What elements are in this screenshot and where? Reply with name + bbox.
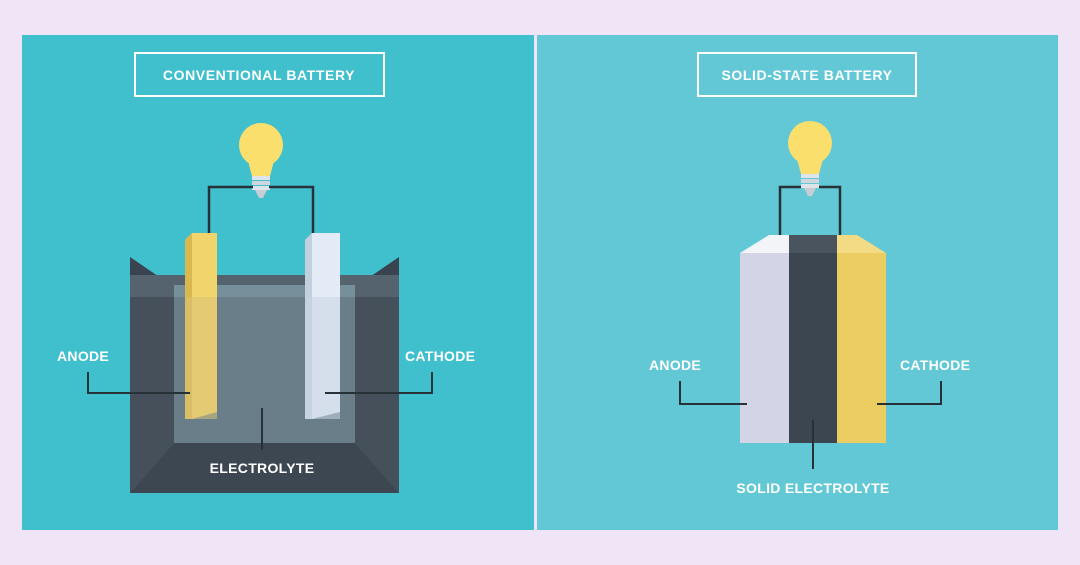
conventional-battery-diagram: CONVENTIONAL BATTERY [57,52,475,493]
solid-anode-layer [740,253,789,443]
lightbulb-icon [239,123,283,198]
solid-anode-leader-line [679,381,747,405]
anode-wire [207,185,253,245]
solid-state-cell [740,235,886,443]
cathode-leader-line [325,372,433,394]
conventional-anode-label: ANODE [57,348,109,364]
conventional-cathode-label: CATHODE [405,348,475,364]
conventional-battery-panel: CONVENTIONAL BATTERY [22,35,534,530]
solid-electrolyte-label: SOLID ELECTROLYTE [736,480,889,496]
cathode-wire [819,185,842,241]
electrolyte-container [130,257,399,493]
lightbulb-icon [788,121,832,196]
anode-leader-line [87,372,190,394]
solid-cathode-leader-line [877,381,942,405]
conventional-title: CONVENTIONAL BATTERY [163,67,355,83]
solid-state-battery-panel: SOLID-STATE BATTERY ANODE CATHODE [537,35,1058,530]
solid-state-title-box [697,52,917,97]
anode-wire [778,185,801,241]
solid-cathode-layer [837,253,886,443]
solid-electrolyte-layer [789,253,837,443]
conventional-electrolyte-label: ELECTROLYTE [210,460,315,476]
solid-cathode-label: CATHODE [900,357,970,373]
cathode-plate [305,233,340,419]
cathode-wire [269,185,315,245]
solid-state-battery-diagram: SOLID-STATE BATTERY ANODE CATHODE [649,52,970,496]
anode-plate [185,233,217,419]
solid-anode-label: ANODE [649,357,701,373]
conventional-title-box [134,52,385,97]
solid-state-title: SOLID-STATE BATTERY [721,67,892,83]
